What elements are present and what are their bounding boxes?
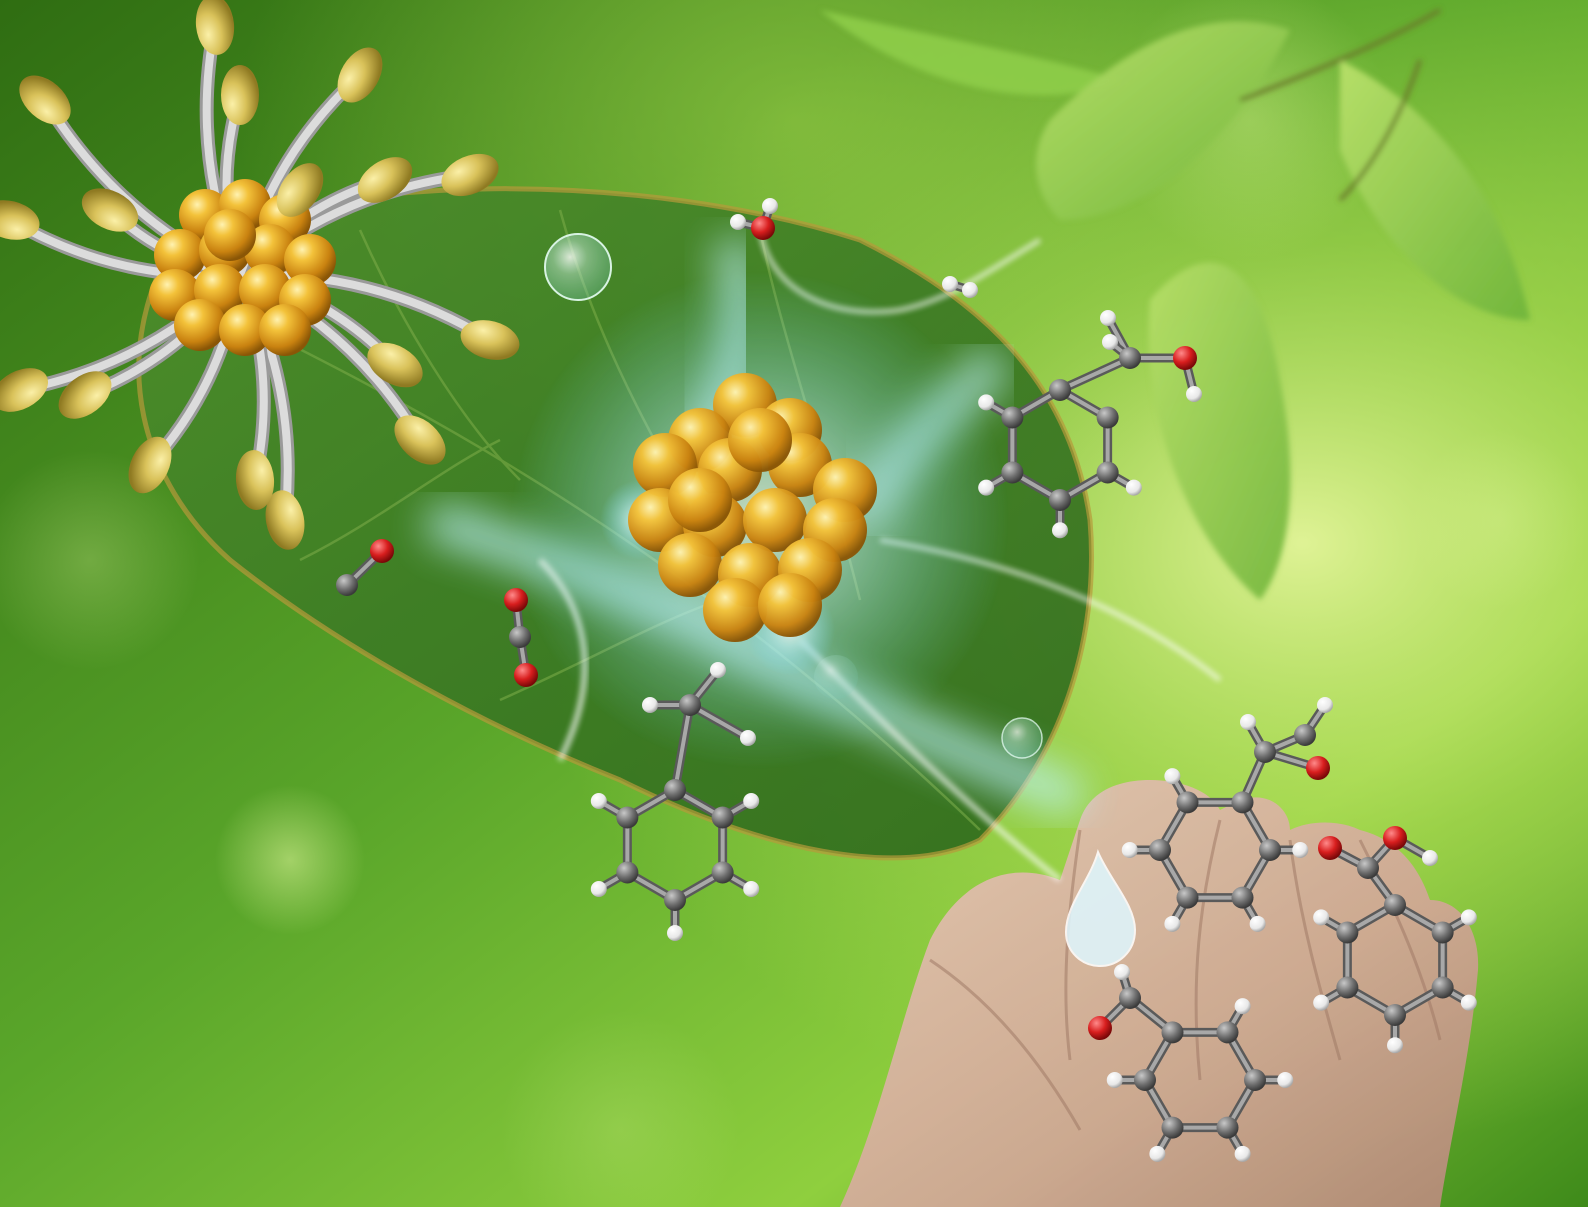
benzaldehyde-molecule bbox=[1088, 964, 1294, 1162]
molecules bbox=[336, 198, 1477, 1162]
carbon-monoxide-icon bbox=[336, 539, 394, 596]
background-leaves bbox=[820, 8, 1530, 600]
water-droplet-icon bbox=[1064, 849, 1137, 968]
hand-icon bbox=[840, 780, 1479, 1207]
benzyl-alcohol-molecule bbox=[978, 310, 1202, 539]
gold-core bbox=[149, 179, 336, 356]
benzoic-acid-molecule bbox=[1313, 826, 1477, 1054]
hydrogen-molecule-icon bbox=[942, 276, 978, 298]
bubble-icon bbox=[544, 233, 1043, 759]
acetophenone-molecule bbox=[1121, 697, 1333, 932]
toluene-molecule bbox=[590, 662, 760, 941]
water-molecule-icon bbox=[730, 198, 778, 240]
carbon-dioxide-icon bbox=[504, 588, 538, 687]
gold-nanocluster-icon bbox=[628, 373, 877, 642]
ligand-tips bbox=[0, 0, 520, 550]
ligand-protected-gold-cluster-icon bbox=[0, 0, 520, 550]
